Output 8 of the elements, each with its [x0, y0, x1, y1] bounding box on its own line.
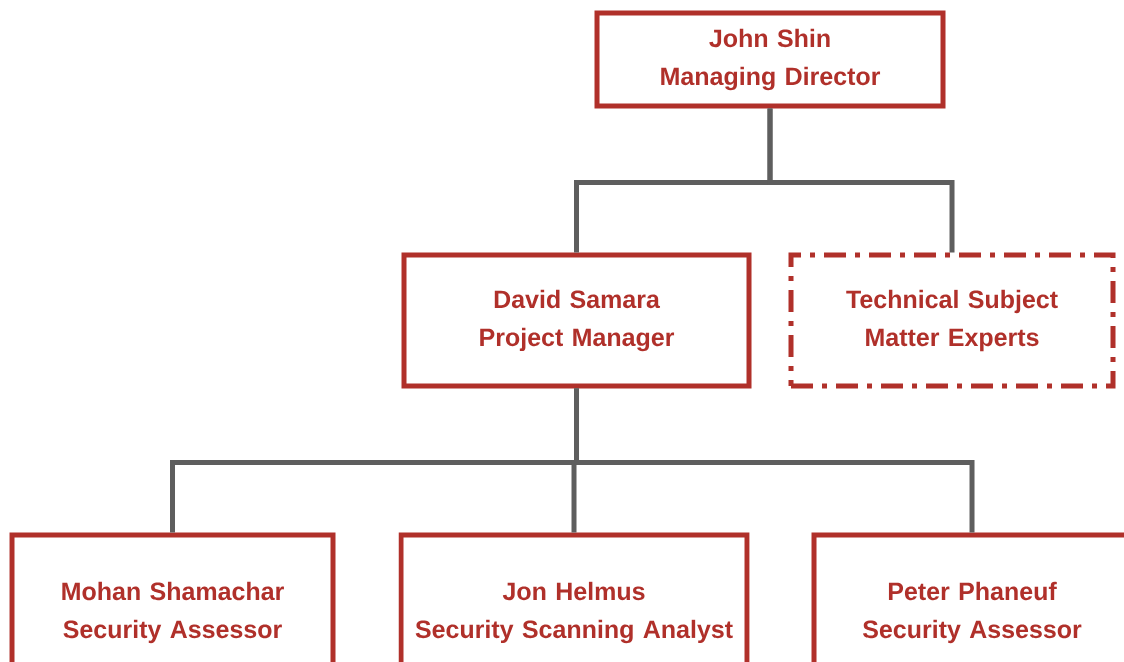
org-box: John Shin Managing Director: [594, 10, 946, 109]
org-box: David Samara Project Manager: [401, 252, 752, 389]
connector-line: [574, 388, 975, 533]
org-box: Peter Phaneuf Security Assessor: [811, 532, 1124, 662]
connector-line: [767, 108, 955, 253]
org-box: Mohan Shamachar Security Assessor: [9, 532, 336, 662]
org-box: Jon Helmus Security Scanning Analyst: [398, 532, 750, 662]
dashed-box: Technical Subject Matter Experts: [788, 252, 1116, 389]
